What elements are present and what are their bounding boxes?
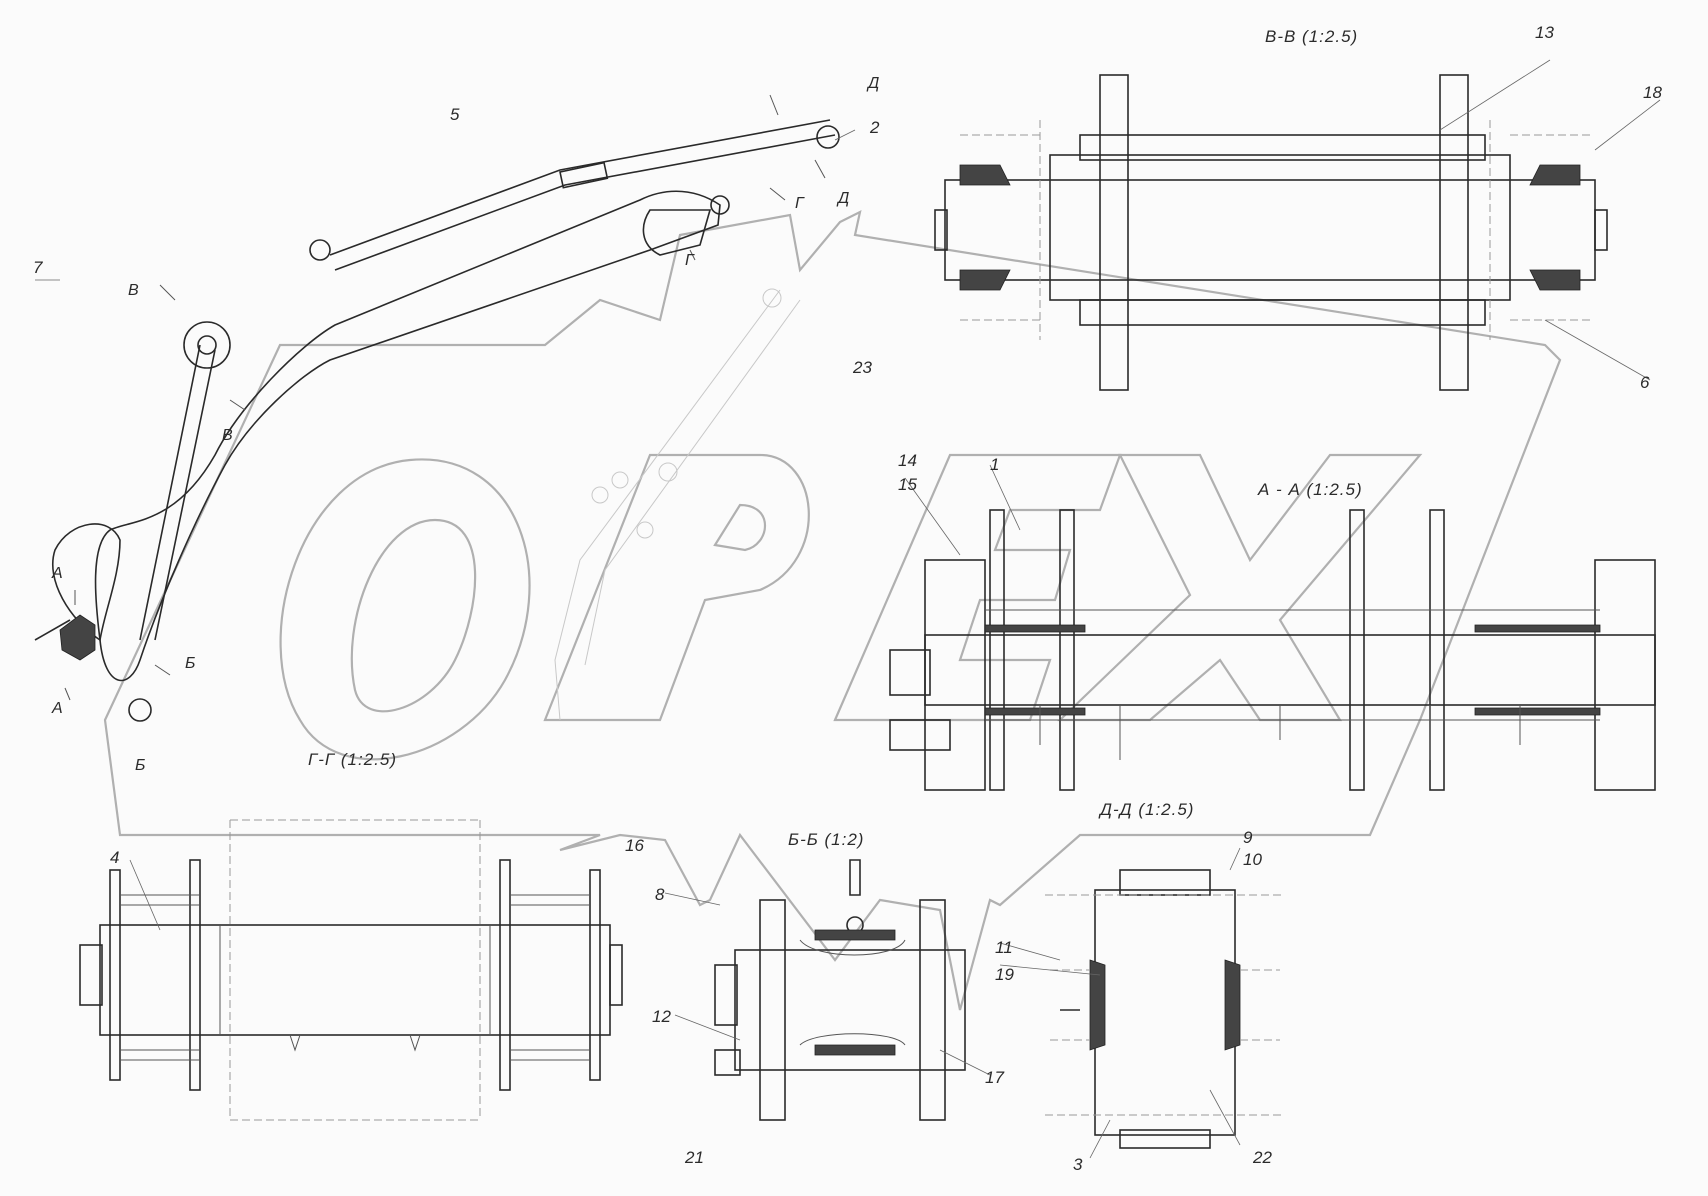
cut-mark-g-left: Г bbox=[685, 252, 695, 269]
position-1: 1 bbox=[990, 455, 999, 474]
position-13: 13 bbox=[1535, 23, 1554, 42]
pivot-joint-5 bbox=[128, 698, 152, 722]
section-title-aa: А - А (1:2.5) bbox=[1257, 480, 1363, 499]
section-title-bb: Б-Б (1:2) bbox=[788, 830, 864, 849]
section-vv-drawing bbox=[934, 74, 1608, 391]
cut-mark-a-bottom: А bbox=[51, 700, 63, 717]
position-17: 17 bbox=[985, 1068, 1004, 1087]
pivot-joint-2 bbox=[309, 239, 331, 261]
watermark-letter-x bbox=[1057, 453, 1423, 722]
position-15: 15 bbox=[898, 475, 917, 494]
position-5: 5 bbox=[450, 105, 460, 124]
position-4: 4 bbox=[110, 848, 119, 867]
position-7: 7 bbox=[33, 258, 43, 277]
cut-mark-b-bottom: Б bbox=[135, 757, 145, 774]
position-22: 22 bbox=[1252, 1148, 1272, 1167]
section-gg-drawing bbox=[79, 819, 623, 1121]
section-bb-drawing bbox=[714, 859, 966, 1121]
watermark-letter-p bbox=[543, 453, 810, 722]
boom-bucket-end bbox=[52, 523, 121, 642]
cut-mark-d-bottom: Д bbox=[836, 190, 849, 207]
cylinder-rod bbox=[559, 161, 609, 189]
ghost-cylinder bbox=[554, 288, 801, 721]
position-12: 12 bbox=[652, 1007, 671, 1026]
position-14: 14 bbox=[898, 451, 917, 470]
position-10: 10 bbox=[1243, 850, 1262, 869]
cut-mark-v-top: В bbox=[128, 282, 139, 299]
position-19: 19 bbox=[995, 965, 1014, 984]
boom-assembly bbox=[34, 94, 840, 722]
section-title-dd: Д-Д (1:2.5) bbox=[1098, 800, 1194, 819]
cut-mark-g-right: Г bbox=[795, 195, 805, 212]
bucket-pin bbox=[59, 614, 96, 661]
lower-rod bbox=[139, 344, 216, 641]
pivot-joint-4 bbox=[816, 125, 840, 149]
boom-slot bbox=[642, 209, 712, 256]
position-23: 23 bbox=[852, 358, 872, 377]
pivot-joint-1-inner bbox=[197, 335, 217, 355]
pivot-joint-3 bbox=[710, 195, 730, 215]
pivot-joint-1 bbox=[183, 321, 231, 369]
cut-mark-v-bottom: В bbox=[222, 427, 233, 444]
boom-arm bbox=[94, 190, 721, 682]
section-aa-drawing bbox=[889, 509, 1656, 791]
cut-mark-a-top: А bbox=[51, 565, 63, 582]
boom-hydraulic-cylinder bbox=[329, 119, 836, 271]
position-6: 6 bbox=[1640, 373, 1650, 392]
section-title-gg: Г-Г (1:2.5) bbox=[308, 750, 397, 769]
cut-mark-d-top: Д bbox=[866, 75, 879, 92]
watermark-letter-e bbox=[833, 453, 1122, 722]
position-11: 11 bbox=[995, 938, 1013, 957]
position-2: 2 bbox=[869, 118, 880, 137]
position-3: 3 bbox=[1073, 1155, 1083, 1174]
section-dd-drawing bbox=[1045, 869, 1285, 1149]
position-8: 8 bbox=[655, 885, 665, 904]
position-16: 16 bbox=[625, 836, 644, 855]
section-title-vv: В-В (1:2.5) bbox=[1265, 27, 1358, 46]
cut-mark-b-right: Б bbox=[185, 655, 195, 672]
leader-lines bbox=[35, 59, 1661, 1159]
position-21: 21 bbox=[684, 1148, 704, 1167]
watermark-outline bbox=[103, 209, 1562, 1011]
position-18: 18 bbox=[1643, 83, 1662, 102]
bucket-link bbox=[34, 619, 71, 641]
position-9: 9 bbox=[1243, 828, 1253, 847]
watermark-letter-o bbox=[279, 458, 531, 761]
